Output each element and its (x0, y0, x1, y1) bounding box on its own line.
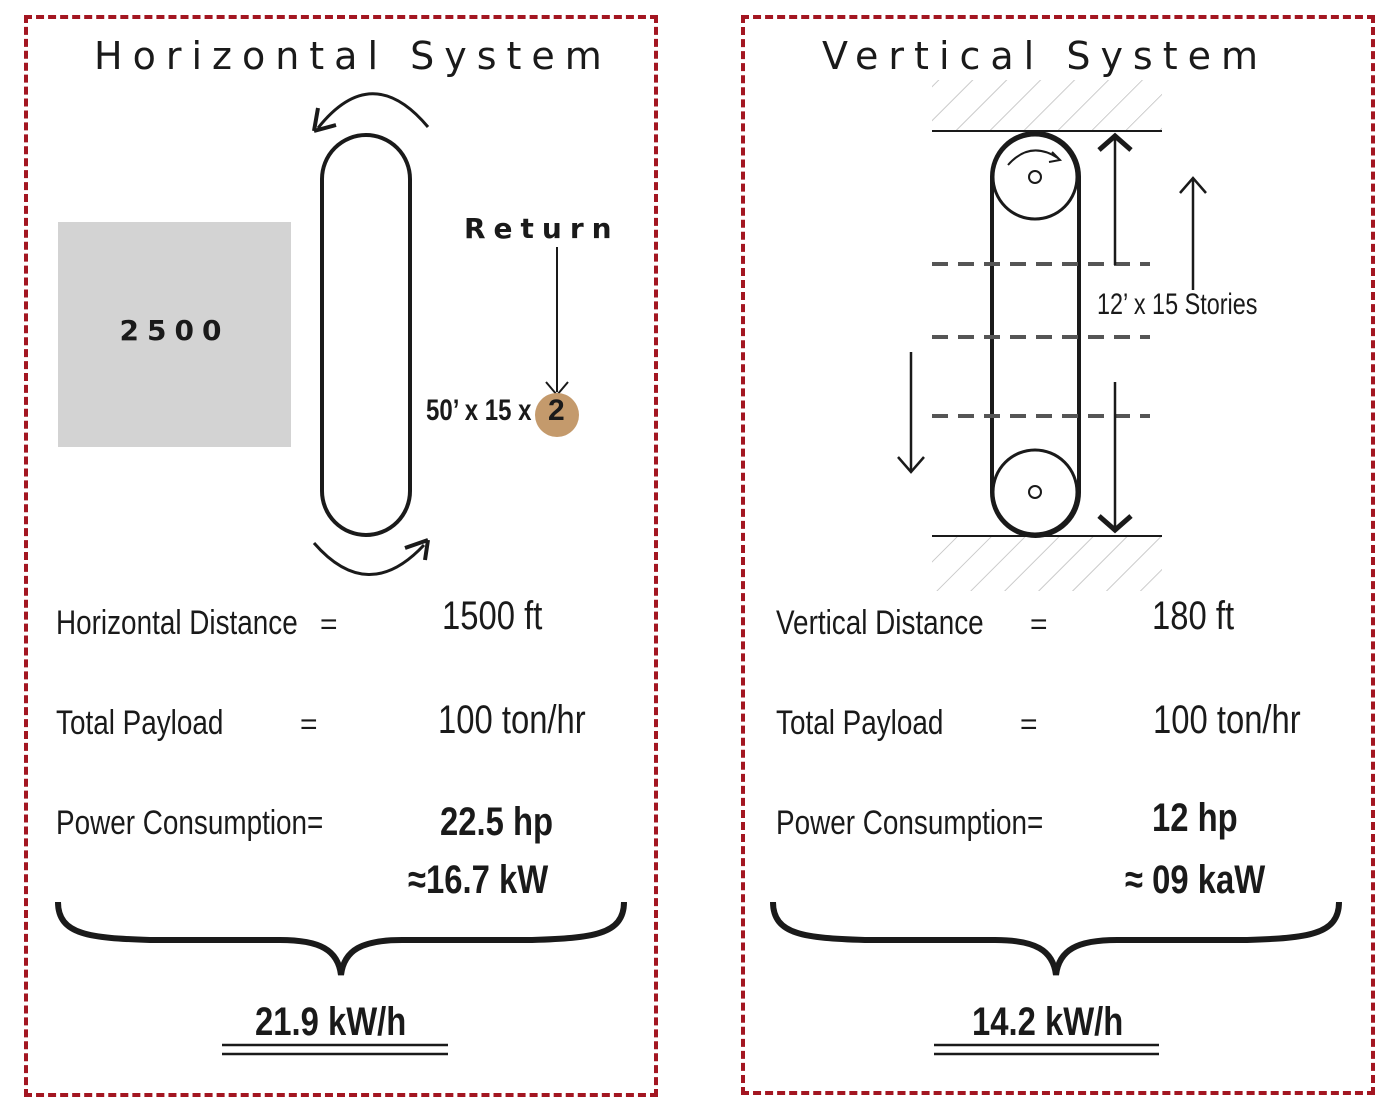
horizontal-distance-equals: = (320, 608, 338, 641)
return-label: Return (464, 212, 620, 245)
vertical-power-value: 12 hp (1152, 796, 1238, 840)
horizontal-dimension-label: 50’ x 15 x (426, 394, 532, 427)
capacity-box: 2500 (58, 222, 291, 447)
horizontal-total: 21.9 kW/h (255, 1000, 407, 1044)
horizontal-dimension-multiplier: 2 (548, 394, 565, 427)
rotation-arrow-top-icon (312, 92, 430, 133)
horizontal-distance-value: 1500 ft (442, 594, 543, 638)
vertical-total: 14.2 kW/h (972, 1000, 1124, 1044)
up-arrow-icon (1179, 176, 1207, 290)
vertical-power-kw: ≈ 09 kaW (1125, 858, 1266, 902)
horizontal-distance-label: Horizontal Distance (56, 604, 298, 642)
vertical-power-label: Power Consumption= (776, 804, 1044, 842)
horizontal-payload-equals: = (300, 708, 318, 741)
pulley-rotation-icon (1007, 149, 1063, 166)
vertical-distance-equals: = (1030, 608, 1048, 641)
floor-dividers (932, 262, 1150, 418)
floor-hatch (932, 536, 1162, 591)
horizontal-brace (55, 901, 627, 976)
horizontal-payload-label: Total Payload (56, 704, 224, 742)
horizontal-power-kw: ≈16.7 kW (408, 858, 549, 902)
vertical-belt-loop (990, 131, 1081, 538)
vertical-distance-label: Vertical Distance (776, 604, 984, 642)
vertical-title: Vertical System (822, 34, 1269, 78)
stories-label: 12’ x 15 Stories (1097, 288, 1258, 321)
ceiling-hatch (932, 80, 1162, 131)
vertical-distance-value: 180 ft (1152, 594, 1235, 638)
horizontal-belt-loop (320, 133, 412, 537)
horizontal-title: Horizontal System (94, 34, 612, 78)
horizontal-power-label: Power Consumption= (56, 804, 324, 842)
vertical-payload-label: Total Payload (776, 704, 944, 742)
down-arrow-icon (897, 352, 925, 474)
vertical-system-panel (741, 15, 1375, 1095)
horizontal-system-panel (24, 15, 658, 1097)
vertical-brace (770, 901, 1342, 976)
horizontal-payload-value: 100 ton/hr (438, 698, 586, 742)
vertical-payload-equals: = (1020, 708, 1038, 741)
horizontal-power-value: 22.5 hp (440, 800, 554, 844)
return-arrow-icon (545, 247, 569, 397)
capacity-box-label: 2500 (119, 314, 230, 347)
multiplier-highlight-circle (535, 393, 579, 437)
rotation-arrow-bottom-icon (312, 538, 430, 576)
vertical-payload-value: 100 ton/hr (1153, 698, 1301, 742)
height-dimension-arrow-icon (1097, 132, 1133, 534)
